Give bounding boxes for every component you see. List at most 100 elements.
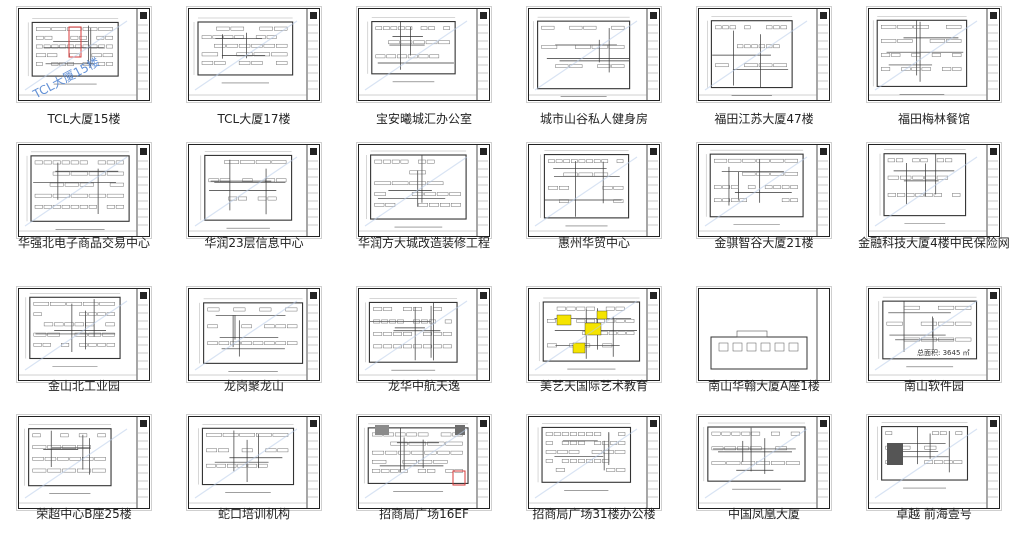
floor-plan-drawing [868, 416, 1000, 509]
project-title[interactable]: 龙岗聚龙山 [223, 379, 284, 393]
thumbnail-plan-svg [698, 8, 830, 101]
project-title[interactable]: 蛇口培训机构 [217, 507, 290, 521]
project-thumbnail[interactable] [696, 142, 832, 239]
floor-plan-drawing [18, 288, 150, 381]
floor-plan-drawing [358, 288, 490, 381]
project-thumbnail[interactable] [526, 6, 662, 103]
project-thumbnail[interactable] [696, 286, 832, 383]
thumbnail-plan-svg [698, 144, 830, 237]
floor-plan-drawing [698, 416, 830, 509]
project-title[interactable]: 华润23层信息中心 [204, 236, 304, 250]
floor-plan-drawing [358, 8, 490, 101]
floor-plan-drawing [528, 8, 660, 101]
thumbnail-plan-svg [18, 288, 150, 381]
project-thumbnail[interactable] [526, 142, 662, 239]
floor-plan-drawing [698, 144, 830, 237]
project-title[interactable]: 惠州华贸中心 [557, 236, 630, 250]
project-thumbnail[interactable] [356, 142, 492, 239]
thumbnail-plan-svg [188, 8, 320, 101]
floor-plan-drawing [698, 288, 830, 381]
thumbnail-plan-svg [868, 8, 1000, 101]
project-thumbnail[interactable] [696, 414, 832, 511]
floor-plan-drawing [868, 8, 1000, 101]
thumbnail-plan-svg [528, 416, 660, 509]
project-title[interactable]: 中国凤凰大厦 [727, 507, 800, 521]
floor-plan-drawing [188, 416, 320, 509]
thumbnail-plan-svg [358, 144, 490, 237]
project-title[interactable]: 华润方大城改造装修工程 [357, 236, 490, 250]
thumbnail-plan-svg [18, 144, 150, 237]
floor-plan-drawing [18, 144, 150, 237]
project-thumbnail[interactable] [356, 6, 492, 103]
project-title[interactable]: 龙华中航天逸 [387, 379, 460, 393]
floor-plan-drawing [868, 288, 1000, 381]
thumbnail-plan-svg [868, 144, 1000, 237]
thumbnail-plan-svg [18, 416, 150, 509]
project-title[interactable]: 华强北电子商品交易中心 [17, 236, 150, 250]
floor-plan-drawing [18, 416, 150, 509]
floor-plan-drawing [358, 144, 490, 237]
project-title[interactable]: 福田江苏大厦47楼 [714, 112, 814, 126]
thumbnail-plan-svg: 总面积: 3645 ㎡ [868, 288, 1000, 381]
project-thumbnail[interactable] [16, 414, 152, 511]
floor-plan-drawing [18, 8, 150, 101]
project-thumbnail[interactable] [356, 414, 492, 511]
floor-plan-drawing [188, 8, 320, 101]
project-thumbnail[interactable] [526, 286, 662, 383]
project-title[interactable]: TCL大厦15楼 [47, 112, 121, 126]
project-title[interactable]: 卓越 前海壹号 [896, 507, 972, 521]
project-thumbnail[interactable] [356, 286, 492, 383]
floor-plan-drawing [528, 144, 660, 237]
project-title[interactable]: 金融科技大厦4楼中民保险网 [858, 236, 1010, 250]
project-thumbnail[interactable] [696, 6, 832, 103]
watermark-text: TCL大厦15楼 [29, 54, 101, 102]
project-thumbnail[interactable]: TCL大厦15楼 [16, 6, 152, 103]
project-thumbnail[interactable]: 总面积: 3645 ㎡ [866, 286, 1002, 383]
project-thumbnail[interactable] [186, 286, 322, 383]
project-title[interactable]: 城市山谷私人健身房 [539, 112, 648, 126]
floor-plan-drawing [868, 144, 1000, 237]
floor-plan-drawing [188, 288, 320, 381]
project-thumbnail[interactable] [866, 414, 1002, 511]
thumbnail-plan-svg [528, 8, 660, 101]
project-thumbnail[interactable] [866, 142, 1002, 239]
thumbnail-plan-svg [698, 288, 830, 381]
thumbnail-plan-svg [188, 288, 320, 381]
yellow-highlight-zones [556, 310, 608, 354]
project-title[interactable]: 福田梅林餐馆 [897, 112, 970, 126]
project-thumbnail[interactable] [16, 142, 152, 239]
project-title[interactable]: 美艺天国际艺术教育 [539, 379, 648, 393]
floor-plan-drawing [358, 416, 490, 509]
project-title[interactable]: 南山华翰大厦A座1楼 [708, 379, 820, 393]
floor-plan-drawing [528, 416, 660, 509]
project-title[interactable]: 荣超中心B座25楼 [36, 507, 132, 521]
floor-plan-drawing [188, 144, 320, 237]
thumbnail-plan-svg [358, 416, 490, 509]
project-thumbnail[interactable] [186, 142, 322, 239]
project-title[interactable]: 南山软件园 [903, 379, 964, 393]
plan-area-text: 总面积: 3645 ㎡ [917, 348, 970, 357]
floor-plan-drawing [528, 288, 660, 381]
thumbnail-plan-svg [188, 416, 320, 509]
project-thumbnail[interactable] [16, 286, 152, 383]
thumbnail-plan-svg [528, 288, 660, 381]
thumbnail-plan-svg [528, 144, 660, 237]
project-thumbnail[interactable] [866, 6, 1002, 103]
thumbnail-plan-svg [188, 144, 320, 237]
project-title[interactable]: TCL大厦17楼 [217, 112, 291, 126]
thumbnail-plan-svg [358, 288, 490, 381]
thumbnail-plan-svg [358, 8, 490, 101]
thumbnail-plan-svg [698, 416, 830, 509]
project-title[interactable]: 宝安曦城汇办公室 [375, 112, 472, 126]
thumbnail-plan-svg: TCL大厦15楼 [18, 8, 150, 102]
thumbnail-plan-svg [868, 416, 1000, 509]
project-title[interactable]: 金山北工业园 [47, 379, 120, 393]
project-title[interactable]: 招商局广场16EF [379, 507, 469, 521]
project-title[interactable]: 金骐智谷大厦21楼 [714, 236, 814, 250]
project-thumbnail[interactable] [186, 6, 322, 103]
project-thumbnail[interactable] [526, 414, 662, 511]
project-thumbnail[interactable] [186, 414, 322, 511]
project-title[interactable]: 招商局广场31楼办公楼 [532, 507, 656, 521]
floor-plan-drawing [698, 8, 830, 101]
